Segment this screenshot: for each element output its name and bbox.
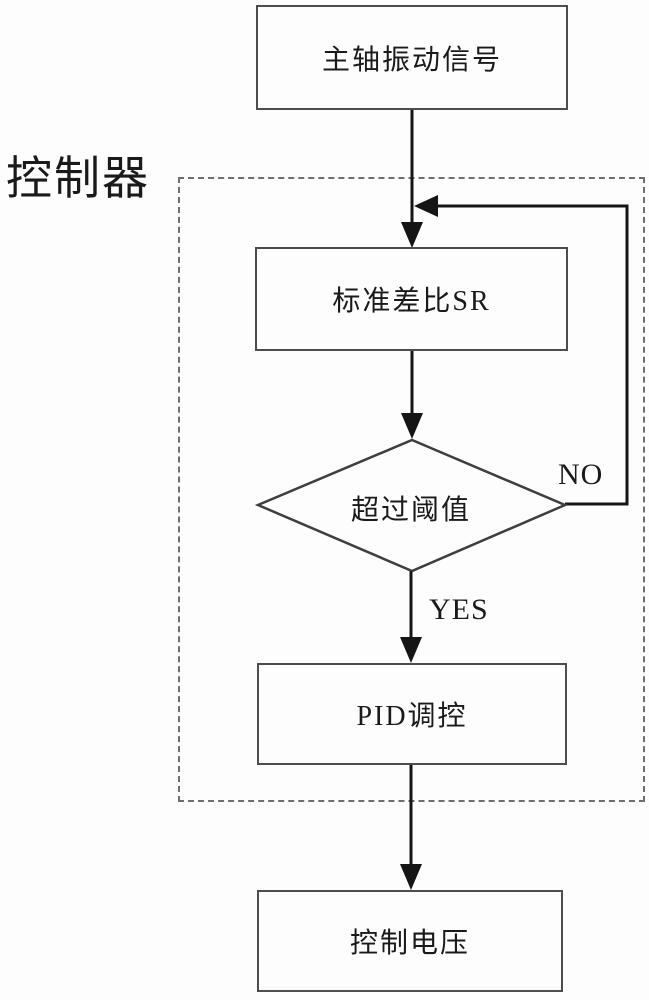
edge-yes-arrowhead [400, 637, 422, 663]
controller-region-label: 控制器 [6, 153, 150, 204]
edge-pid-to-output-arrowhead [400, 864, 422, 890]
edge-label-yes: YES [429, 593, 489, 626]
node-pid-regulation: PID调控 [257, 663, 567, 765]
node-standard-deviation-ratio: 标准差比SR [255, 247, 568, 351]
node-control-voltage: 控制电压 [257, 890, 563, 992]
edge-sr-to-threshold-arrowhead [401, 413, 423, 439]
node-spindle-vibration-signal: 主轴振动信号 [256, 5, 568, 110]
edge-label-no: NO [558, 458, 604, 491]
edge-start-to-sr-arrowhead [401, 222, 423, 248]
edge-no-feedback-line [436, 204, 629, 506]
node-threshold-decision-label: 超过阈值 [350, 495, 471, 526]
edge-no-feedback-arrowhead [414, 195, 438, 217]
